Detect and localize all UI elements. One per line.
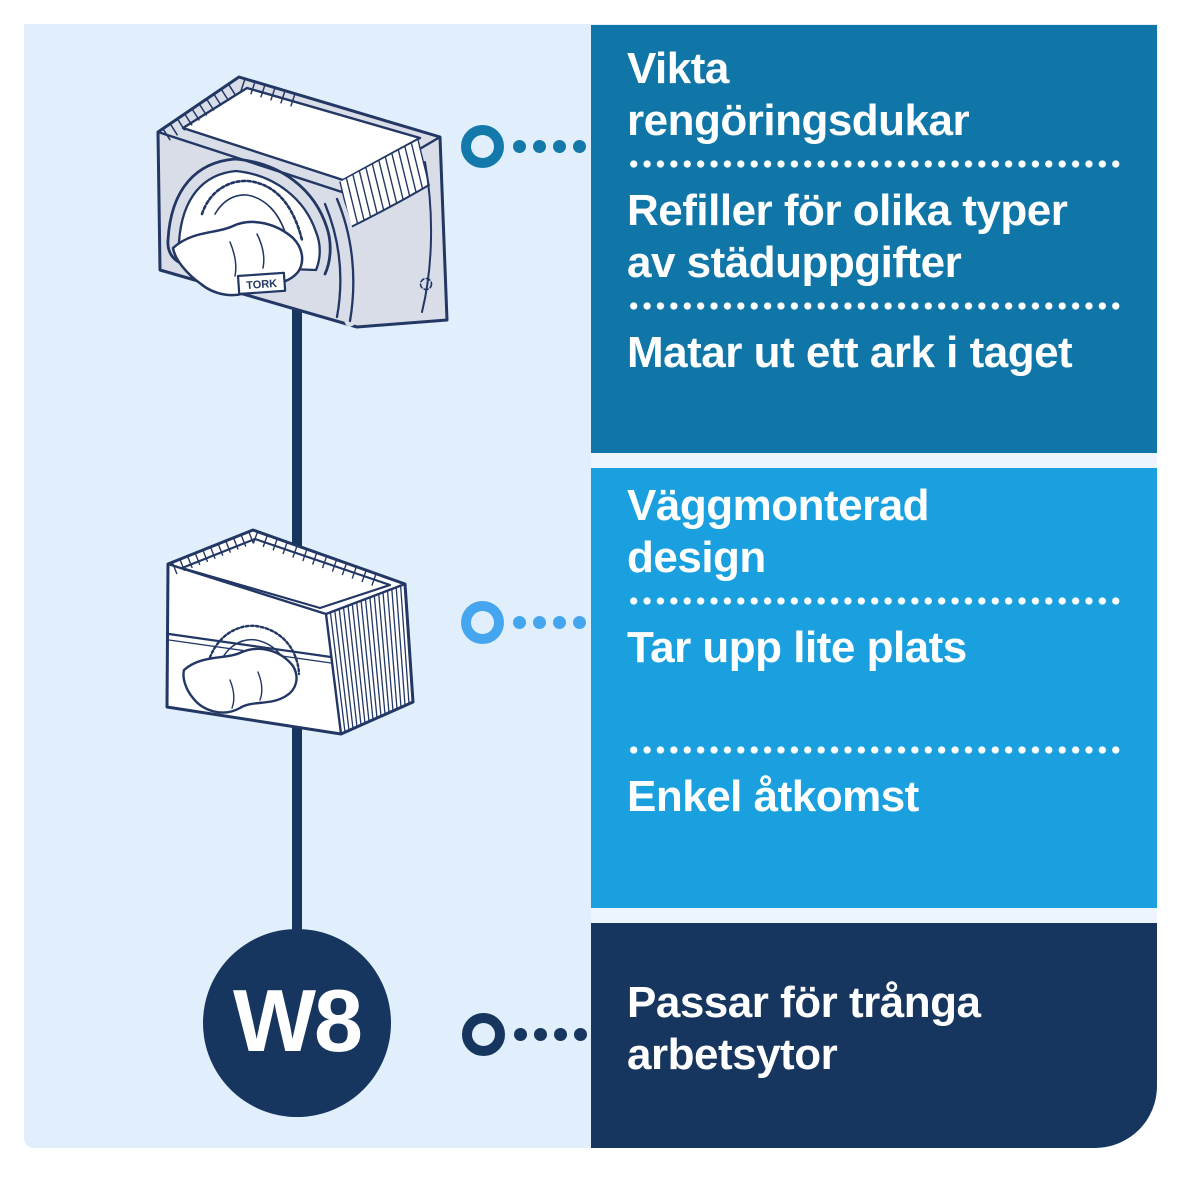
- callout-connector-2: [461, 601, 593, 644]
- dispenser2-fanfold-stripes: [329, 585, 410, 733]
- dispenser1-top-pack: [181, 86, 422, 182]
- dotted-separator: [627, 746, 1121, 754]
- dispenser1-hatch: [162, 78, 296, 141]
- dispenser2-wipe-stack-serrated: [204, 624, 301, 676]
- tork-logo-flag: [236, 271, 287, 296]
- dispenser2-top-pack: [180, 537, 392, 610]
- dispenser2-front-fold: [167, 632, 333, 659]
- callout-connector-1: [461, 125, 593, 168]
- feature-text: Refiller för olika typer av städuppgifte…: [627, 186, 1068, 287]
- dispenser2-hatch: [171, 530, 377, 586]
- dispenser-illustration-wallmount: [165, 528, 415, 736]
- feature-box-refills: Vikta rengöringsdukar Refiller för olika…: [591, 25, 1157, 453]
- system-badge-w8: W8: [203, 929, 391, 1117]
- divider-strip-1: [591, 453, 1157, 468]
- dispenser1-fanfold-stripes: [339, 139, 430, 228]
- dispenser-illustration-countertop: TORK: [156, 75, 449, 329]
- connector-ring-icon: [461, 601, 504, 644]
- callout-connector-3: [462, 1013, 594, 1056]
- feature-box-mounting: Väggmonterad design Tar upp lite plats E…: [591, 468, 1157, 908]
- dotted-separator: [627, 160, 1121, 168]
- dispenser1-wipe-stack-serrated: [200, 179, 304, 242]
- dotted-separator: [627, 302, 1121, 310]
- feature-text: Vikta rengöringsdukar: [627, 44, 970, 145]
- feature-text: Tar upp lite plats: [627, 623, 967, 672]
- divider-strip-2: [591, 908, 1157, 923]
- feature-text: Enkel åtkomst: [627, 772, 919, 821]
- badge-label: W8: [233, 971, 363, 1070]
- dotted-separator: [627, 597, 1121, 605]
- connector-ring-icon: [462, 1013, 505, 1056]
- dispenser2-hanging-wipe: [182, 647, 298, 714]
- tork-logo-text: TORK: [246, 278, 278, 292]
- feature-text: Matar ut ett ark i taget: [627, 328, 1073, 377]
- connector-ring-icon: [461, 125, 504, 168]
- feature-text: Väggmonterad design: [627, 481, 930, 582]
- feature-text: Passar för trånga arbetsytor: [627, 978, 981, 1079]
- feature-box-space: Passar för trånga arbetsytor: [591, 923, 1157, 1148]
